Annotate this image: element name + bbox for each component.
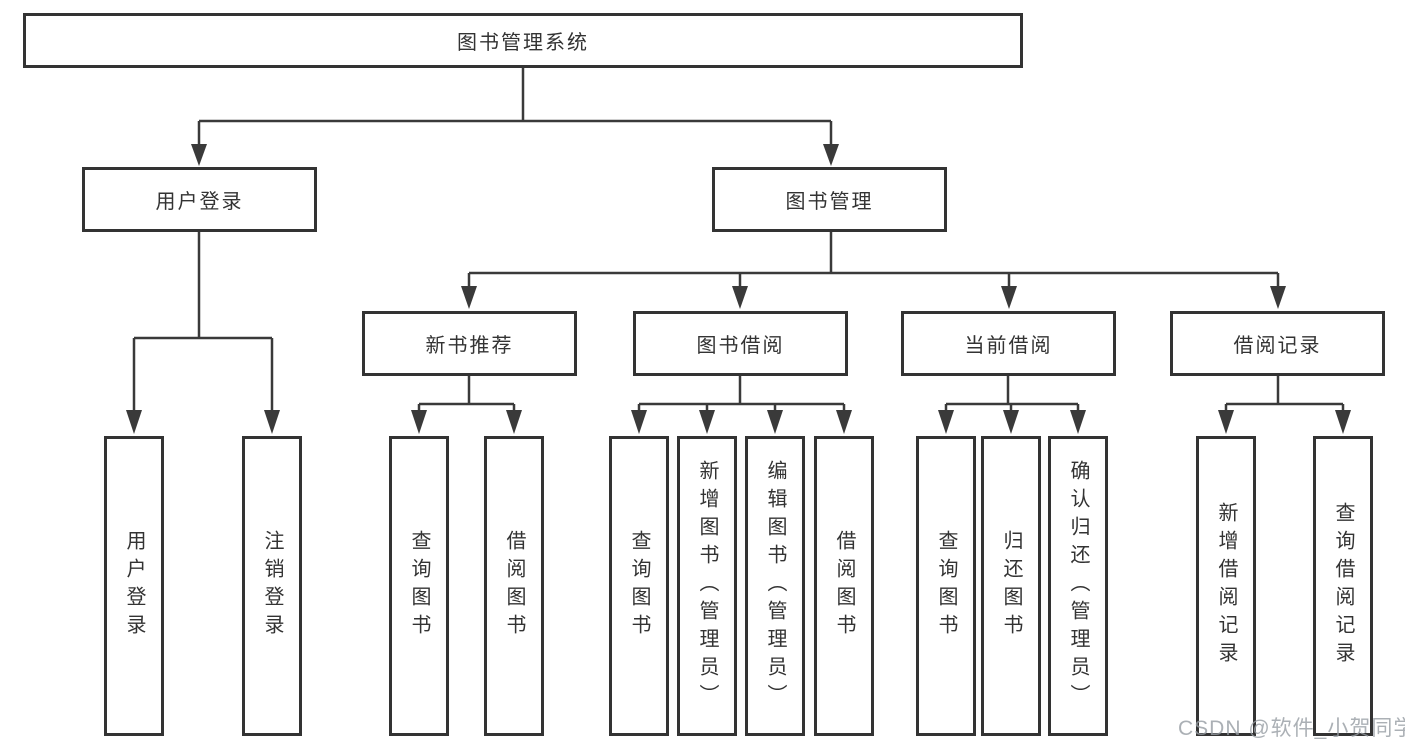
node-label: 新书推荐 <box>425 335 514 357</box>
arrow-down-icon <box>699 410 715 434</box>
node-leaf-query-books: 查询图书 <box>389 436 449 736</box>
node-leaf-borrow-books: 借阅图书 <box>814 436 874 736</box>
arrow-down-icon <box>461 286 477 309</box>
connector-records-children <box>1224 376 1345 412</box>
connector-root-to-level2 <box>197 68 833 146</box>
connector-borrowing-children <box>637 376 846 412</box>
node-leaf-borrow-books: 借阅图书 <box>484 436 544 736</box>
arrow-down-icon <box>938 410 954 434</box>
node-book-management: 图书管理 <box>712 167 947 232</box>
node-label: 借阅图书 <box>503 530 525 642</box>
node-user-login: 用户登录 <box>82 167 317 232</box>
arrow-down-icon <box>767 410 783 434</box>
node-leaf-return-books: 归还图书 <box>981 436 1041 736</box>
arrow-down-icon <box>191 144 207 166</box>
node-label: 借阅图书 <box>833 530 855 642</box>
arrow-down-icon <box>823 144 839 166</box>
connector-current-children <box>944 376 1080 412</box>
node-leaf-query-books: 查询图书 <box>916 436 976 736</box>
node-label: 当前借阅 <box>964 335 1053 357</box>
arrow-down-icon <box>1070 410 1086 434</box>
node-borrowing-records: 借阅记录 <box>1170 311 1385 376</box>
arrow-down-icon <box>1218 410 1234 434</box>
node-leaf-add-borrow-record: 新增借阅记录 <box>1196 436 1256 736</box>
arrow-down-icon <box>506 410 522 434</box>
node-label: 查询借阅记录 <box>1332 502 1354 670</box>
arrow-down-icon <box>411 410 427 434</box>
connector-new-book-children <box>417 376 516 412</box>
node-current-borrowing: 当前借阅 <box>901 311 1116 376</box>
arrow-down-icon <box>1335 410 1351 434</box>
node-leaf-confirm-return-admin: 确认归还（管理员） <box>1048 436 1108 736</box>
node-book-borrowing: 图书借阅 <box>633 311 848 376</box>
node-leaf-logout: 注销登录 <box>242 436 302 736</box>
arrow-down-icon <box>126 410 142 434</box>
node-label: 注销登录 <box>261 530 283 642</box>
connector-book-mgmt-children <box>467 232 1280 288</box>
node-leaf-edit-books-admin: 编辑图书（管理员） <box>745 436 805 736</box>
node-label: 图书管理系统 <box>457 32 589 54</box>
arrow-down-icon <box>631 410 647 434</box>
node-label: 图书借阅 <box>696 335 785 357</box>
node-root: 图书管理系统 <box>23 13 1023 68</box>
watermark: CSDN @软件_小贺同学 <box>1178 717 1405 740</box>
arrow-down-icon <box>836 410 852 434</box>
node-label: 图书管理 <box>785 191 874 213</box>
arrow-down-icon <box>732 286 748 309</box>
node-leaf-add-books-admin: 新增图书（管理员） <box>677 436 737 736</box>
node-label: 归还图书 <box>1000 530 1022 642</box>
node-label: 查询图书 <box>628 530 650 642</box>
connector-user-login-children <box>132 232 274 412</box>
node-label: 用户登录 <box>155 191 244 213</box>
node-leaf-user-login: 用户登录 <box>104 436 164 736</box>
node-leaf-query-borrow-record: 查询借阅记录 <box>1313 436 1373 736</box>
arrow-down-icon <box>1001 286 1017 309</box>
arrow-down-icon <box>264 410 280 434</box>
node-label: 查询图书 <box>935 530 957 642</box>
node-label: 新增图书（管理员） <box>696 460 718 712</box>
node-label: 编辑图书（管理员） <box>764 460 786 712</box>
arrow-down-icon <box>1003 410 1019 434</box>
node-label: 新增借阅记录 <box>1215 502 1237 670</box>
arrow-down-icon <box>1270 286 1286 309</box>
node-label: 查询图书 <box>408 530 430 642</box>
node-new-book-recommend: 新书推荐 <box>362 311 577 376</box>
node-leaf-query-books: 查询图书 <box>609 436 669 736</box>
node-label: 确认归还（管理员） <box>1067 460 1089 712</box>
node-label: 借阅记录 <box>1233 335 1322 357</box>
node-label: 用户登录 <box>123 530 145 642</box>
